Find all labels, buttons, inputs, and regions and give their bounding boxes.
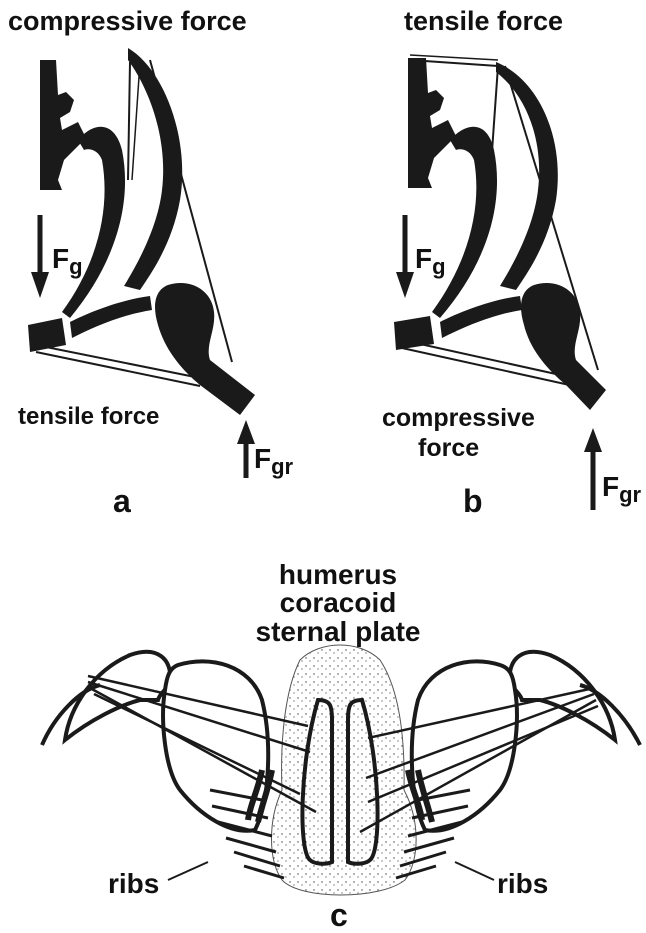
- panel-c-letter: c: [330, 897, 348, 933]
- panel-b-humerus: [521, 283, 606, 410]
- panel-c-ribs-right-pointer: [455, 862, 494, 880]
- panel-b-scapula: [496, 62, 558, 290]
- panel-b-bottom-label-1: compressive: [382, 404, 535, 432]
- panel-a-top-label: compressive force: [8, 6, 247, 36]
- panel-c-ribs-right-label: ribs: [497, 868, 548, 899]
- panel-c-legend-humerus: humerus: [279, 559, 397, 590]
- panel-b: tensile force Fg compressive force Fgr b: [382, 6, 642, 519]
- panel-a-bottom-label: tensile force: [18, 403, 159, 430]
- panel-c-sternal-plate: [272, 645, 417, 895]
- panel-a-letter: a: [113, 483, 131, 519]
- panel-a-sternum: [40, 60, 86, 190]
- panel-a-fg-label: Fg: [52, 243, 83, 279]
- panel-a-fg-arrow: [31, 215, 49, 298]
- panel-c-legend-sternal: sternal plate: [256, 616, 421, 647]
- panel-a-coracoid: [62, 127, 125, 318]
- panel-a-fgr-arrow: [237, 420, 255, 478]
- panel-a-humerus: [155, 283, 255, 415]
- panel-a-tendon-1: [128, 62, 130, 180]
- panel-b-coracoid: [432, 127, 497, 318]
- panel-b-fgr-label: Fgr: [602, 471, 642, 507]
- panel-a: compressive force Fg tensile force F: [8, 6, 294, 519]
- panel-c: humerus coracoid sternal plate: [42, 559, 640, 933]
- panel-b-fg-label: Fg: [415, 243, 446, 279]
- panel-b-bottom-label-2: force: [418, 434, 479, 462]
- panel-a-lower-bone: [70, 296, 152, 338]
- panel-b-fg-arrow: [396, 215, 414, 298]
- panel-c-ribs-left-label: ribs: [108, 868, 159, 899]
- panel-b-fgr-arrow: [584, 428, 602, 510]
- panel-a-fgr-label: Fgr: [254, 443, 294, 479]
- panel-b-top-label: tensile force: [404, 6, 563, 36]
- panel-b-letter: b: [463, 483, 483, 519]
- panel-b-sternum: [408, 58, 456, 188]
- panel-c-ribs-left-pointer: [168, 862, 208, 880]
- panel-a-tendon-2: [132, 62, 140, 180]
- panel-c-legend-coracoid: coracoid: [280, 587, 397, 618]
